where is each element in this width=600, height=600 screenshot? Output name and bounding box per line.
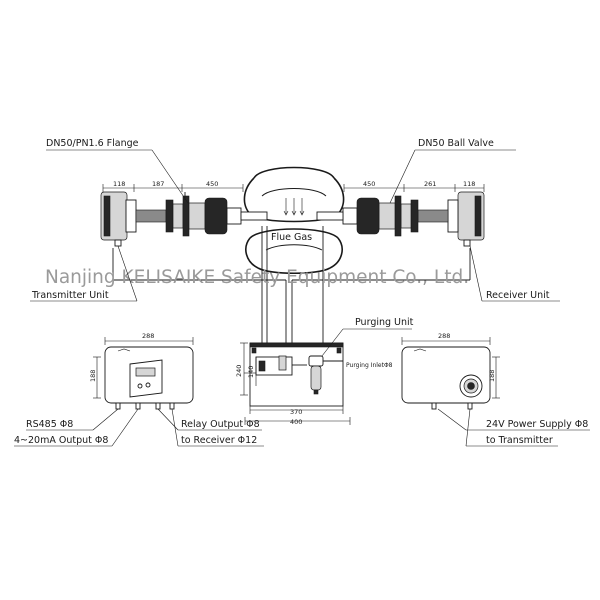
flue-gas-label: Flue Gas <box>271 232 312 243</box>
receiver-unit-label: Receiver Unit <box>486 290 550 301</box>
power-supply-label: 24V Power Supply Φ8 <box>486 419 588 430</box>
output-4-20-label: 4~20mA Output Φ8 <box>14 435 108 446</box>
dim-right-118: 118 <box>463 180 475 188</box>
ball-valve-label: DN50 Ball Valve <box>418 138 494 149</box>
receiver-leaders <box>437 408 590 447</box>
receiver-leader <box>469 245 483 302</box>
dim-right-450: 450 <box>363 180 375 188</box>
top-leaders <box>46 149 516 204</box>
receiver-box <box>401 346 491 410</box>
purging-unit-leader <box>321 328 344 357</box>
dim-rx-width: 288 <box>438 332 450 340</box>
dim-pu-width-400: 400 <box>290 418 302 426</box>
transmitter-box-dims <box>93 337 194 399</box>
dim-left-187: 187 <box>152 180 164 188</box>
transmitter-unit-label: Transmitter Unit <box>31 290 109 301</box>
dim-tx-height: 188 <box>89 370 97 382</box>
dim-left-450: 450 <box>206 180 218 188</box>
dim-pu-height-140: 140 <box>247 366 255 378</box>
rs485-label: RS485 Φ8 <box>26 419 73 430</box>
dim-pu-height-240: 240 <box>235 365 243 377</box>
purging-unit-label: Purging Unit <box>355 317 414 328</box>
dim-left-118: 118 <box>113 180 125 188</box>
flange-label: DN50/PN1.6 Flange <box>46 138 139 149</box>
dim-pu-width-370: 370 <box>290 408 302 416</box>
purging-unit-box <box>244 342 344 407</box>
purging-inlet-label: Purging InletΦ8 <box>346 362 393 369</box>
wiring <box>112 226 471 350</box>
left-analyzer-assembly <box>100 191 268 247</box>
top-dimensions <box>102 184 485 192</box>
dim-rx-height: 188 <box>488 370 496 382</box>
transmitter-leader <box>117 245 138 302</box>
transmitter-leaders <box>14 408 264 447</box>
purging-unit-dims <box>240 342 351 425</box>
to-transmitter-label: to Transmitter <box>486 435 553 446</box>
transmitter-box <box>104 346 194 410</box>
dim-right-261: 261 <box>424 180 436 188</box>
right-analyzer-assembly <box>316 191 485 247</box>
to-receiver-label: to Receiver Φ12 <box>181 435 257 446</box>
relay-output-label: Relay Output Φ8 <box>181 419 260 430</box>
company-watermark: Nanjing KELISAIKE Safety Equipment Co., … <box>45 267 469 288</box>
dim-tx-width: 288 <box>142 332 154 340</box>
receiver-box-dims <box>401 337 500 399</box>
